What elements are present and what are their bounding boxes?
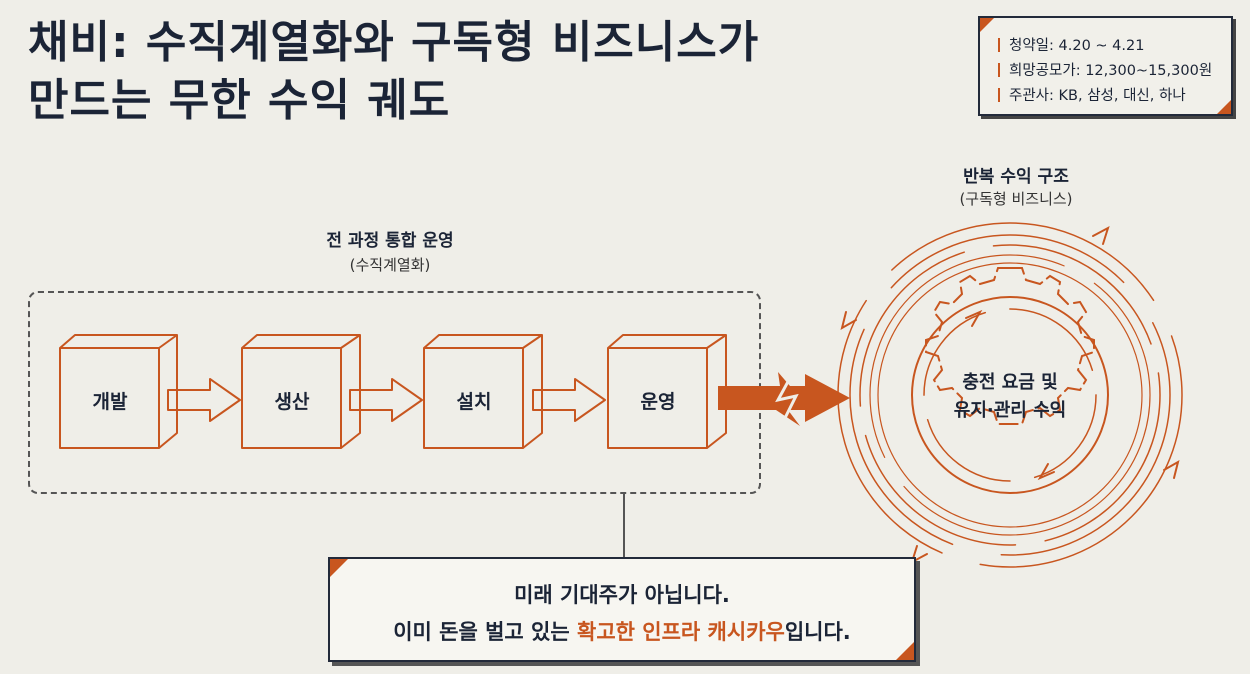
cycle-arrow-icon [1092,225,1110,245]
page-title: 채비: 수직계열화와 구독형 비즈니스가 만드는 무한 수익 궤도 [28,14,928,130]
ipo-info-box: 청약일: 4.20 ~ 4.21 희망공모가: 12,300~15,300원 주… [978,16,1233,116]
key-message-callout: 미래 기대주가 아닙니다. 이미 돈을 벌고 있는 확고한 인프라 캐시카우입니… [328,557,916,662]
callout-line-2: 이미 돈을 벌고 있는 확고한 인프라 캐시카우입니다. [393,620,851,644]
integration-subheading: (수직계열화) [349,256,431,274]
cycle-arrow-icon [965,309,983,327]
corner-accent [1217,100,1231,114]
integration-heading: 전 과정 통합 운영 [326,231,454,251]
step-label-operation: 운영 [640,391,676,413]
title-line-1: 채비: 수직계열화와 구독형 비즈니스가 [28,17,760,68]
cycle-arrow-icon [840,311,857,331]
corner-accent [330,559,348,577]
cycle-arrow-icon [1163,459,1180,479]
title-line-2: 만드는 무한 수익 궤도 [28,75,451,126]
cycle-center-line-2: 유지·관리 수익 [953,400,1067,421]
recurring-heading: 반복 수익 구조 [963,167,1069,187]
callout-line-1: 미래 기대주가 아닙니다. [514,583,730,607]
step-label-development: 개발 [92,391,128,413]
cycle-center-line-1: 충전 요금 및 [962,372,1058,393]
corner-accent [896,642,914,660]
callout-highlight: 확고한 인프라 캐시카우 [577,620,785,644]
cycle-arrow-icon [1037,463,1055,481]
revenue-cycle-diagram [837,222,1183,568]
ipo-underwriters: 주관사: KB, 삼성, 대신, 하나 [998,84,1186,105]
recurring-subheading: (구독형 비즈니스) [959,190,1073,208]
callout-connector [623,493,625,557]
ipo-subscription-date: 청약일: 4.20 ~ 4.21 [998,34,1144,55]
step-label-installation: 설치 [456,391,492,413]
ipo-price-range: 희망공모가: 12,300~15,300원 [998,59,1212,80]
corner-accent [980,18,994,32]
step-label-production: 생산 [274,391,310,413]
